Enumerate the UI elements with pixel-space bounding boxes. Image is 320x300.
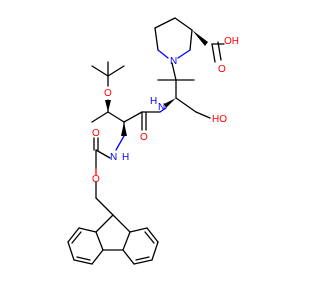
carbon-bonds — [67, 17, 225, 265]
molecule-canvas: OH O N N H HO O O N H O O — [67, 17, 239, 265]
carbamate-hydrogen-label: H — [122, 152, 129, 163]
atom-labels: OH O N N H HO O O N H O O — [92, 36, 239, 185]
structure-diagram: OH O N N H HO O O N H O O — [67, 17, 239, 265]
amide-carbonyl-oxygen-label: O — [140, 132, 148, 143]
carbamate-keto-oxygen-label: O — [92, 128, 100, 139]
acid-hydroxyl-label: OH — [224, 36, 239, 47]
serine-hydroxyl-label: HO — [212, 114, 227, 125]
tbu-ether-oxygen-label: O — [104, 88, 112, 99]
proline-nitrogen-label: N — [170, 56, 177, 67]
carbamate-ester-oxygen-label: O — [92, 174, 100, 185]
carbamate-nitrogen-label: N — [110, 152, 117, 163]
amide-nitrogen-label: N — [158, 102, 165, 113]
amide-hydrogen-label: H — [150, 96, 157, 107]
heteroatom-bonds — [95, 49, 191, 176]
acid-carbonyl-oxygen-label: O — [218, 64, 226, 75]
stereo-wedges — [105, 30, 208, 136]
